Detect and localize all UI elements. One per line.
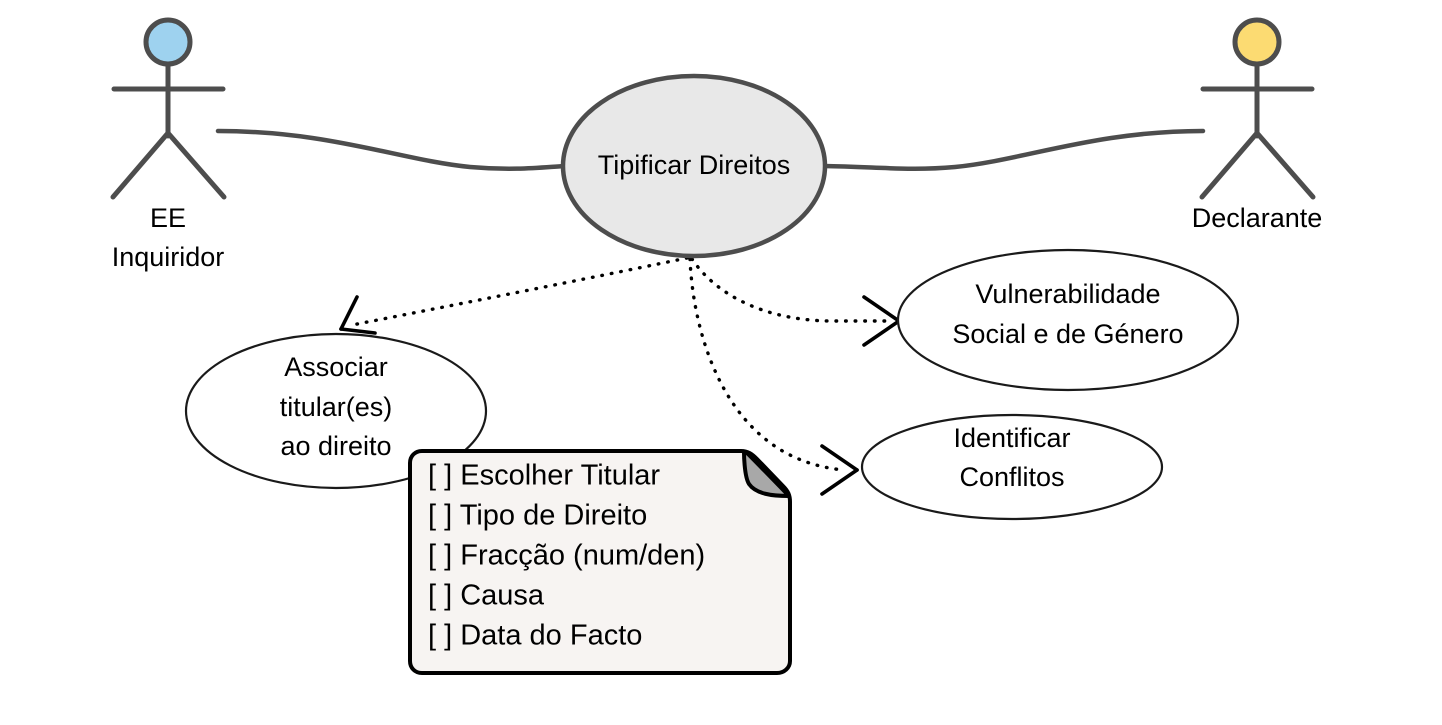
checklist-note[interactable]: [ ] Escolher Titular [ ] Tipo de Direito… [408,449,792,675]
note-item: [ ] Fracção (num/den) [428,540,705,572]
use-case-identificar-conflitos[interactable]: Identificar Conflitos [860,413,1164,521]
use-case-label-line-1: Tipificar Direitos [598,150,791,180]
use-case-ellipse [184,332,488,490]
actor-leg-left [110,130,171,200]
note-item: [ ] Escolher Titular [428,460,660,492]
arrowhead-conflitos [820,444,859,496]
note-body [408,449,792,675]
actor-leg-right [165,130,227,200]
dependency-connectors [339,256,901,496]
association-declarante-to-tipificar[interactable] [821,128,1206,171]
actor-head-icon [143,17,193,67]
association-connectors [215,128,1206,171]
note-item: [ ] Data do Facto [428,620,642,652]
use-case-associar-titulares[interactable]: Associar titular(es) ao direito [184,332,488,490]
use-case-ellipse [896,248,1240,392]
note-item: [ ] Tipo de Direito [428,500,647,532]
use-case-label-line-2: titular(es) [280,392,393,422]
actor-label-line-1: Declarante [1192,203,1323,233]
actor-leg-right [1254,130,1316,200]
arrowhead-vulnerabilidade [862,295,901,347]
use-case-label-line-1: Identificar [953,423,1070,453]
use-case-label-line-2: Conflitos [959,462,1064,492]
use-case-label-line-1: Vulnerabilidade [975,279,1160,309]
dependency-tipificar-to-vulnerabilidade[interactable] [690,257,890,323]
use-case-ellipse [560,73,828,259]
note-item: [ ] Causa [428,580,545,612]
note-fold-icon [742,450,791,498]
actor-declarante[interactable]: Declarante [1192,17,1323,233]
use-case-label-line-1: Associar [284,352,388,382]
use-case-tipificar-direitos[interactable]: Tipificar Direitos [560,73,828,259]
use-case-vulnerabilidade[interactable]: Vulnerabilidade Social e de Género [896,248,1240,392]
actor-label-line-2: Inquiridor [112,242,225,272]
actor-ee-inquiridor[interactable]: EE Inquiridor [110,17,227,272]
dependency-tipificar-to-conflitos[interactable] [688,257,847,472]
arrowhead-associar [339,295,377,335]
use-case-label-line-2: Social e de Género [952,319,1183,349]
use-case-label-line-3: ao direito [280,431,391,461]
association-ee-inquiridor-to-tipificar[interactable] [215,128,568,171]
use-case-ellipse [860,413,1164,521]
dependency-tipificar-to-associar[interactable] [350,256,689,327]
actor-head-icon [1232,17,1282,67]
actor-label-line-1: EE [150,203,186,233]
actor-leg-left [1199,130,1260,200]
